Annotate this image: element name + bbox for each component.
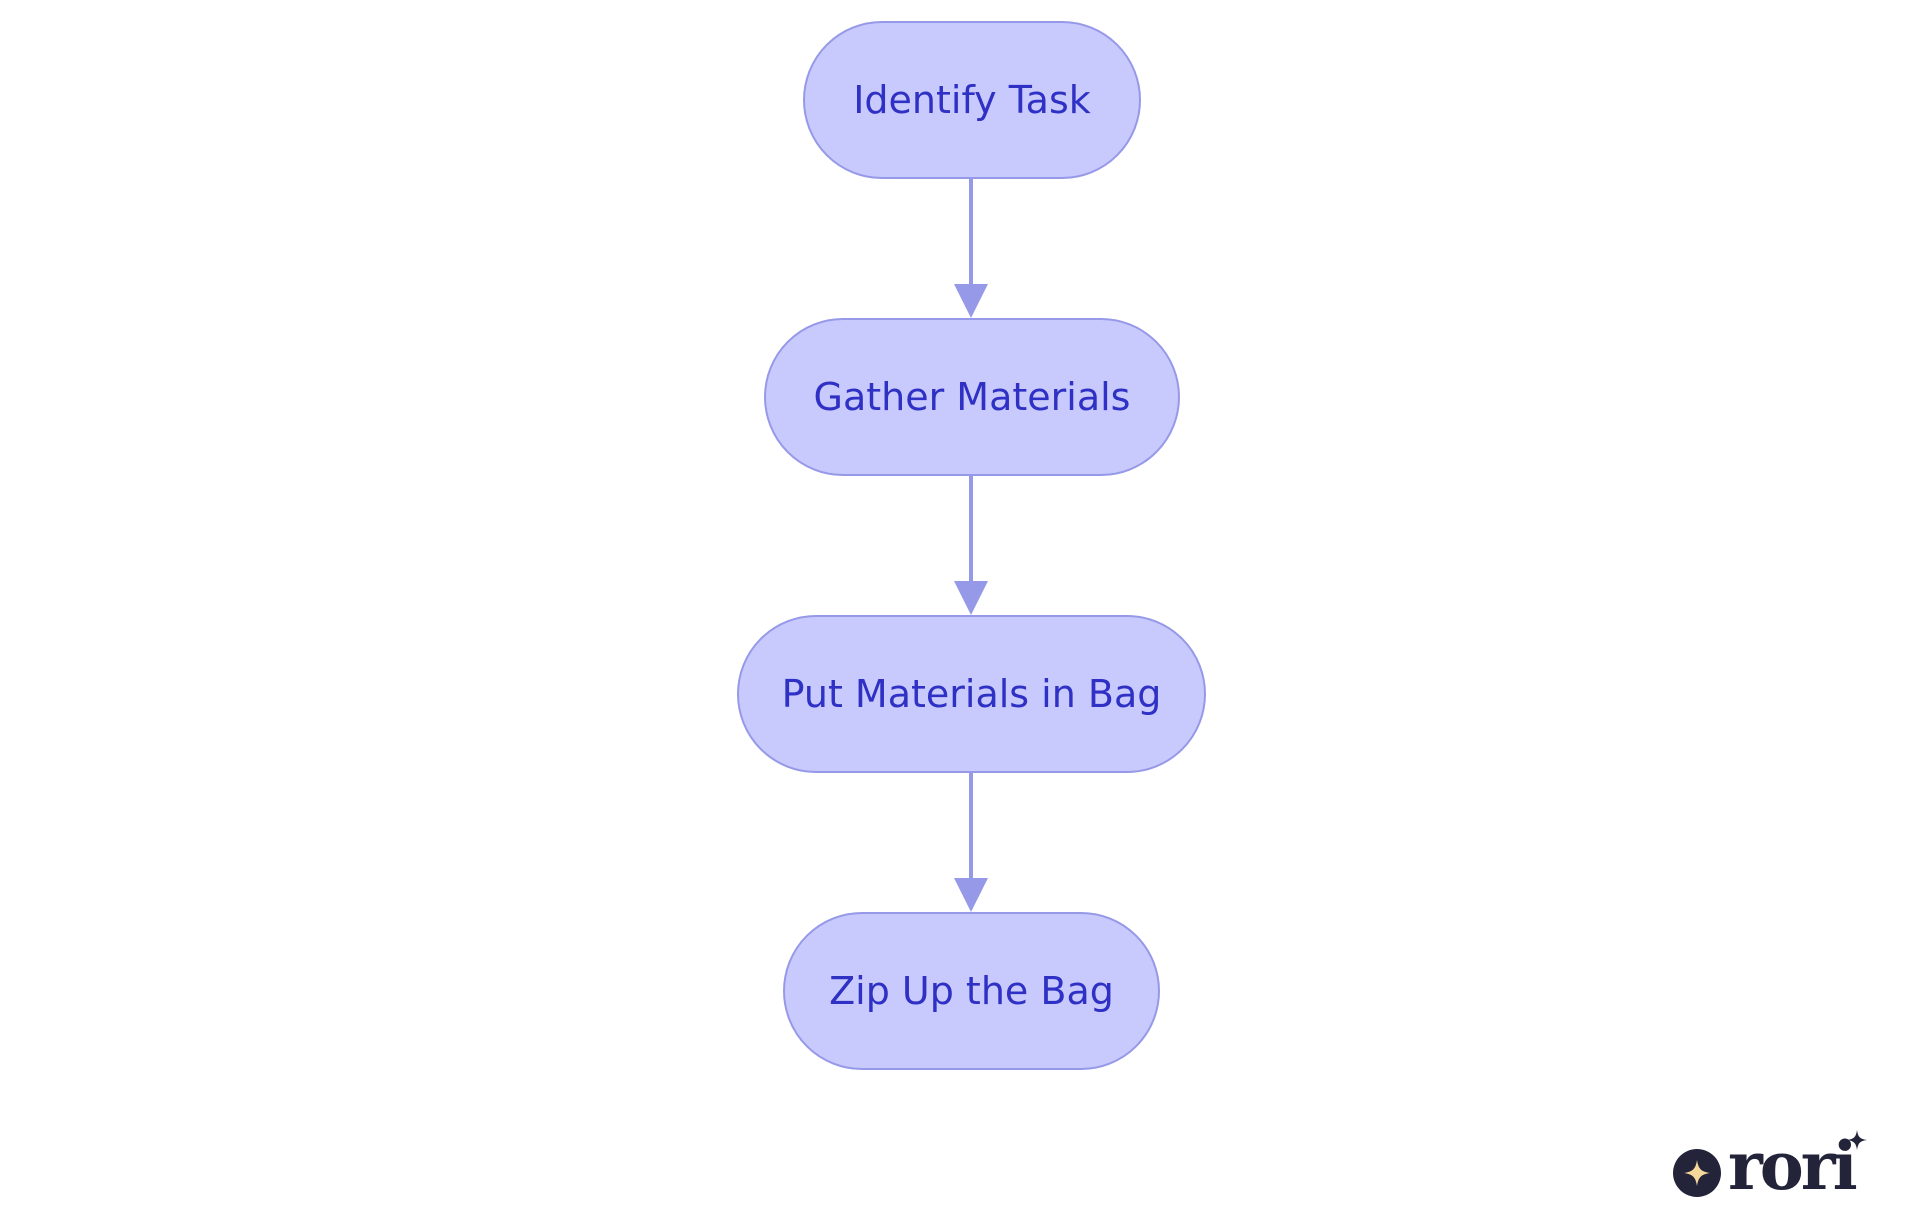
edge-put-to-zip	[954, 773, 988, 912]
node-label: Identify Task	[853, 78, 1091, 122]
node-identify-task: Identify Task	[803, 21, 1141, 179]
logo-spark-icon	[1847, 1130, 1867, 1150]
edge-identify-to-gather	[954, 179, 988, 318]
node-label: Gather Materials	[813, 375, 1131, 419]
node-label: Put Materials in Bag	[781, 672, 1162, 716]
node-put-materials-in-bag: Put Materials in Bag	[737, 615, 1206, 773]
rori-logo: rori	[1670, 1130, 1870, 1199]
edge-gather-to-put	[954, 476, 988, 615]
logo-wordmark: rori	[1728, 1127, 1858, 1205]
node-label: Zip Up the Bag	[829, 969, 1114, 1013]
node-zip-up-bag: Zip Up the Bag	[783, 912, 1160, 1070]
node-gather-materials: Gather Materials	[764, 318, 1180, 476]
logo-badge	[1673, 1149, 1721, 1197]
sparkle-icon	[1684, 1160, 1710, 1186]
